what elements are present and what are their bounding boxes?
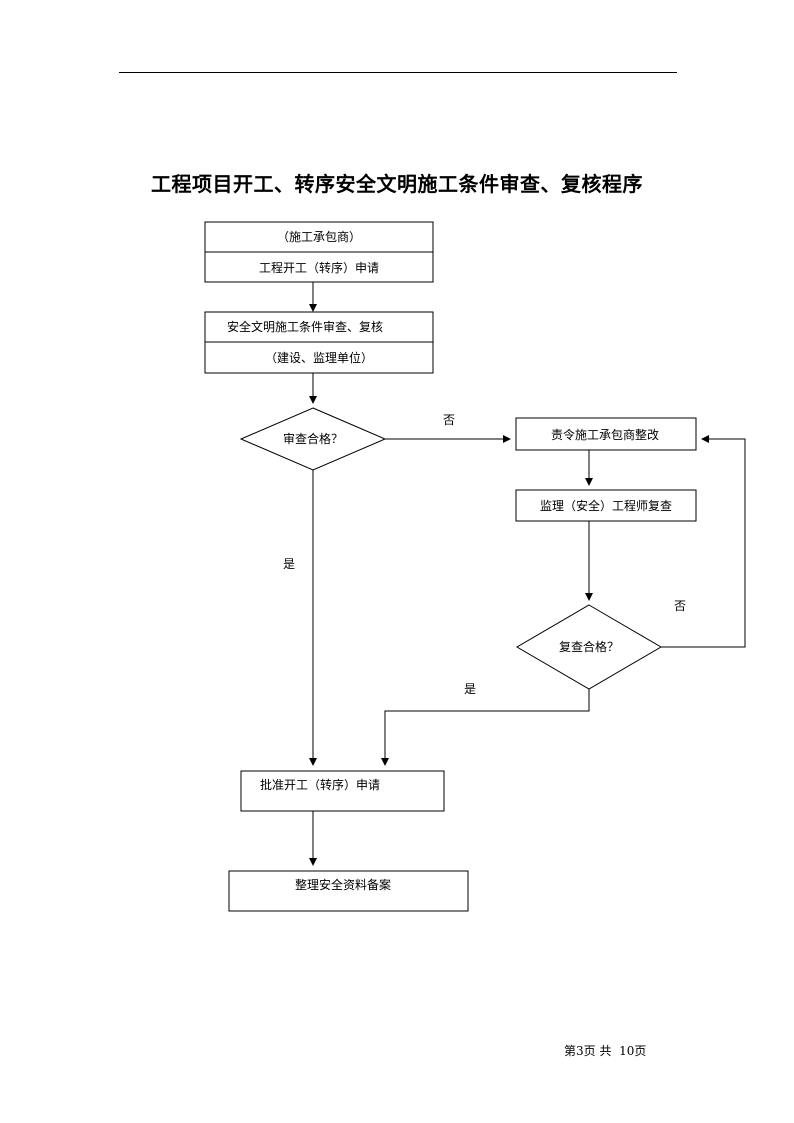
recheck-decision-label: 复查合格？: [559, 639, 619, 654]
page-title: 工程项目开工、转序安全文明施工条件审查、复核程序: [151, 172, 643, 196]
approve-box: 批准开工（转序）申请: [240, 770, 445, 812]
approve-label: 批准开工（转序）申请: [260, 777, 380, 792]
yes-label-1: 是: [283, 557, 295, 571]
page-number: 第3页 共 10页: [564, 1044, 647, 1058]
recheck-decision-diamond: 复查合格？: [516, 604, 662, 690]
rectify-box: 责令施工承包商整改: [515, 417, 697, 451]
contractor-application-box: （施工承包商） 工程开工（转序）申请: [204, 221, 434, 283]
safety-review-label: 安全文明施工条件审查、复核: [227, 319, 383, 334]
engineer-recheck-label: 监理（安全）工程师复查: [540, 498, 672, 513]
review-decision-diamond: 审查合格？: [239, 407, 387, 471]
rectify-label: 责令施工承包商整改: [551, 427, 659, 442]
no-label-1: 否: [443, 413, 455, 427]
archive-label: 整理安全资料备案: [295, 877, 391, 892]
arrow-recheck-pass-to-approve: [381, 689, 590, 766]
review-decision-label: 审查合格？: [283, 431, 343, 446]
arrow-recheck-fail-loop: [661, 435, 746, 648]
start-application-label: 工程开工（转序）申请: [259, 260, 379, 275]
reviewing-units-label: （建设、监理单位）: [265, 350, 373, 365]
yes-label-2: 是: [464, 682, 476, 696]
archive-box: 整理安全资料备案: [228, 870, 469, 912]
no-label-2: 否: [674, 599, 686, 613]
header-rule: [119, 72, 677, 73]
contractor-label: （施工承包商）: [277, 229, 361, 244]
engineer-recheck-box: 监理（安全）工程师复查: [515, 489, 697, 522]
safety-review-box: 安全文明施工条件审查、复核 （建设、监理单位）: [204, 311, 434, 374]
